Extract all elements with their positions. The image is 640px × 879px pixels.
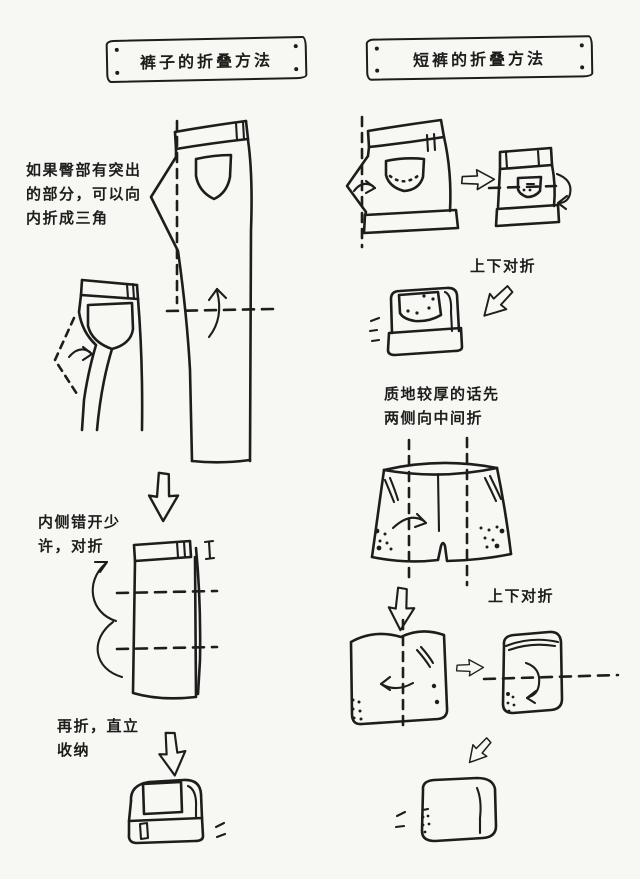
folded-pants-bundle-illustration	[127, 778, 227, 845]
right-arrow-icon-2	[455, 658, 485, 677]
note-line: 许，对折	[38, 537, 105, 555]
shorts-fold-note-bottom: 上下对折	[488, 584, 554, 608]
pants-store-note: 再折，直立 收纳	[57, 714, 140, 762]
shorts-half-folded-illustration	[482, 630, 620, 715]
pants-hip-fold-detail-illustration	[53, 278, 144, 432]
note-line: 两侧向中间折	[384, 409, 484, 427]
down-left-arrow-icon-1	[483, 285, 514, 317]
note-line: 收纳	[57, 741, 91, 759]
note-line: 的部分，可以向	[26, 185, 142, 203]
pants-offset-note: 内侧错开少 许，对折	[38, 510, 121, 558]
folded-pants-illustration	[91, 539, 219, 700]
shorts-side-illustration	[345, 115, 460, 249]
down-arrow-icon-2	[158, 731, 187, 777]
folded-shorts-illustration	[487, 146, 572, 228]
shorts-front-illustration	[370, 436, 513, 587]
pants-side-illustration	[149, 119, 275, 464]
note-line: 内侧错开少	[38, 513, 121, 531]
down-arrow-icon-3	[387, 586, 416, 632]
down-arrow-icon-1	[147, 471, 180, 523]
note-line: 再折，直立	[57, 717, 140, 735]
note-line: 上下对折	[470, 257, 537, 275]
shorts-bundle-illustration	[368, 286, 464, 357]
note-line: 质地较厚的话先	[384, 385, 500, 403]
pants-hip-note: 如果臀部有突出 的部分，可以向 内折成三角	[26, 158, 142, 230]
down-left-arrow-icon-2	[468, 737, 492, 764]
shorts-fold-note-top: 上下对折	[470, 254, 536, 278]
shorts-final-bundle-illustration	[394, 776, 498, 843]
note-line: 内折成三角	[26, 209, 109, 227]
note-line: 如果臀部有突出	[26, 161, 142, 179]
shorts-sides-folded-illustration	[349, 618, 449, 733]
right-arrow-icon-1	[460, 168, 496, 191]
shorts-thick-note: 质地较厚的话先 两侧向中间折	[384, 382, 500, 430]
note-line: 上下对折	[488, 587, 555, 605]
